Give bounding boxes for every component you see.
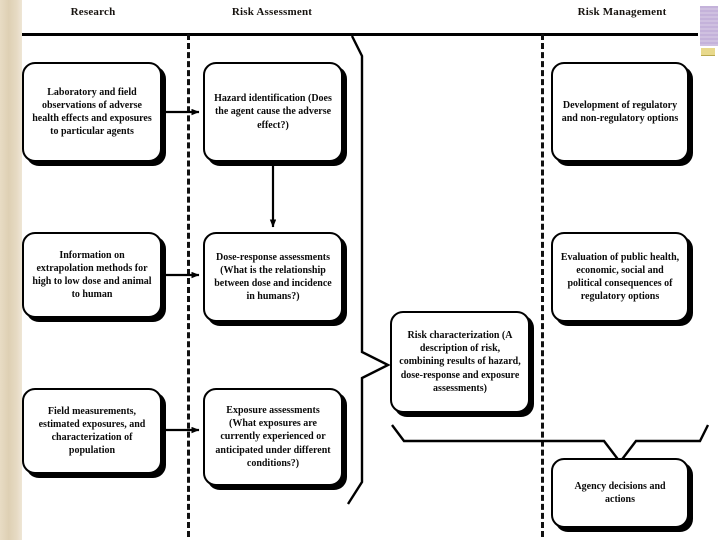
node-research-extrapolation[interactable]: Information on extrapolation methods for… [22,232,162,318]
node-research-field-measurements-text: Field measurements, estimated exposures,… [38,405,146,457]
page-left-edge-decoration [0,0,22,540]
node-exposure-assessment-text: Exposure assessments (What exposures are… [215,405,331,469]
column-headers: Research Risk Assessment Risk Management [0,0,720,34]
brace-characterization-to-agency [391,424,710,464]
header-rule [22,33,698,36]
node-exposure-assessment[interactable]: Exposure assessments (What exposures are… [203,388,343,486]
page-right-chip-decoration [701,48,715,56]
node-hazard-identification[interactable]: Hazard identification (Does the agent ca… [203,62,343,162]
node-agency-decisions[interactable]: Agency decisions and actions [551,458,689,528]
node-agency-decisions-text: Agency decisions and actions [574,480,666,505]
node-development-of-options-text: Development of regulatory and non-regula… [561,99,679,124]
research-riskassessment-divider [187,34,190,537]
node-risk-characterization-text: Risk characterization (A description of … [399,330,521,394]
column-header-risk-management: Risk Management [577,6,667,18]
node-dose-response-assessment-text: Dose-response assessments (What is the r… [214,251,332,303]
node-evaluation-of-consequences[interactable]: Evaluation of public health, economic, s… [551,232,689,322]
column-header-risk-assessment: Risk Assessment [231,6,313,18]
node-evaluation-of-consequences-text: Evaluation of public health, economic, s… [560,251,680,303]
column-header-research: Research [70,6,116,18]
node-hazard-identification-text: Hazard identification (Does the agent ca… [214,93,332,131]
node-research-observations[interactable]: Laboratory and field observations of adv… [22,62,162,162]
node-research-field-measurements[interactable]: Field measurements, estimated exposures,… [22,388,162,474]
brace-assessments-to-characterization [346,35,391,505]
page-right-swatch-decoration [700,6,718,46]
node-development-of-options[interactable]: Development of regulatory and non-regula… [551,62,689,162]
node-research-extrapolation-text: Information on extrapolation methods for… [32,249,152,301]
node-research-observations-text: Laboratory and field observations of adv… [32,86,152,138]
riskassessment-riskmanagement-divider [541,34,544,537]
node-dose-response-assessment[interactable]: Dose-response assessments (What is the r… [203,232,343,322]
node-risk-characterization[interactable]: Risk characterization (A description of … [390,311,530,413]
